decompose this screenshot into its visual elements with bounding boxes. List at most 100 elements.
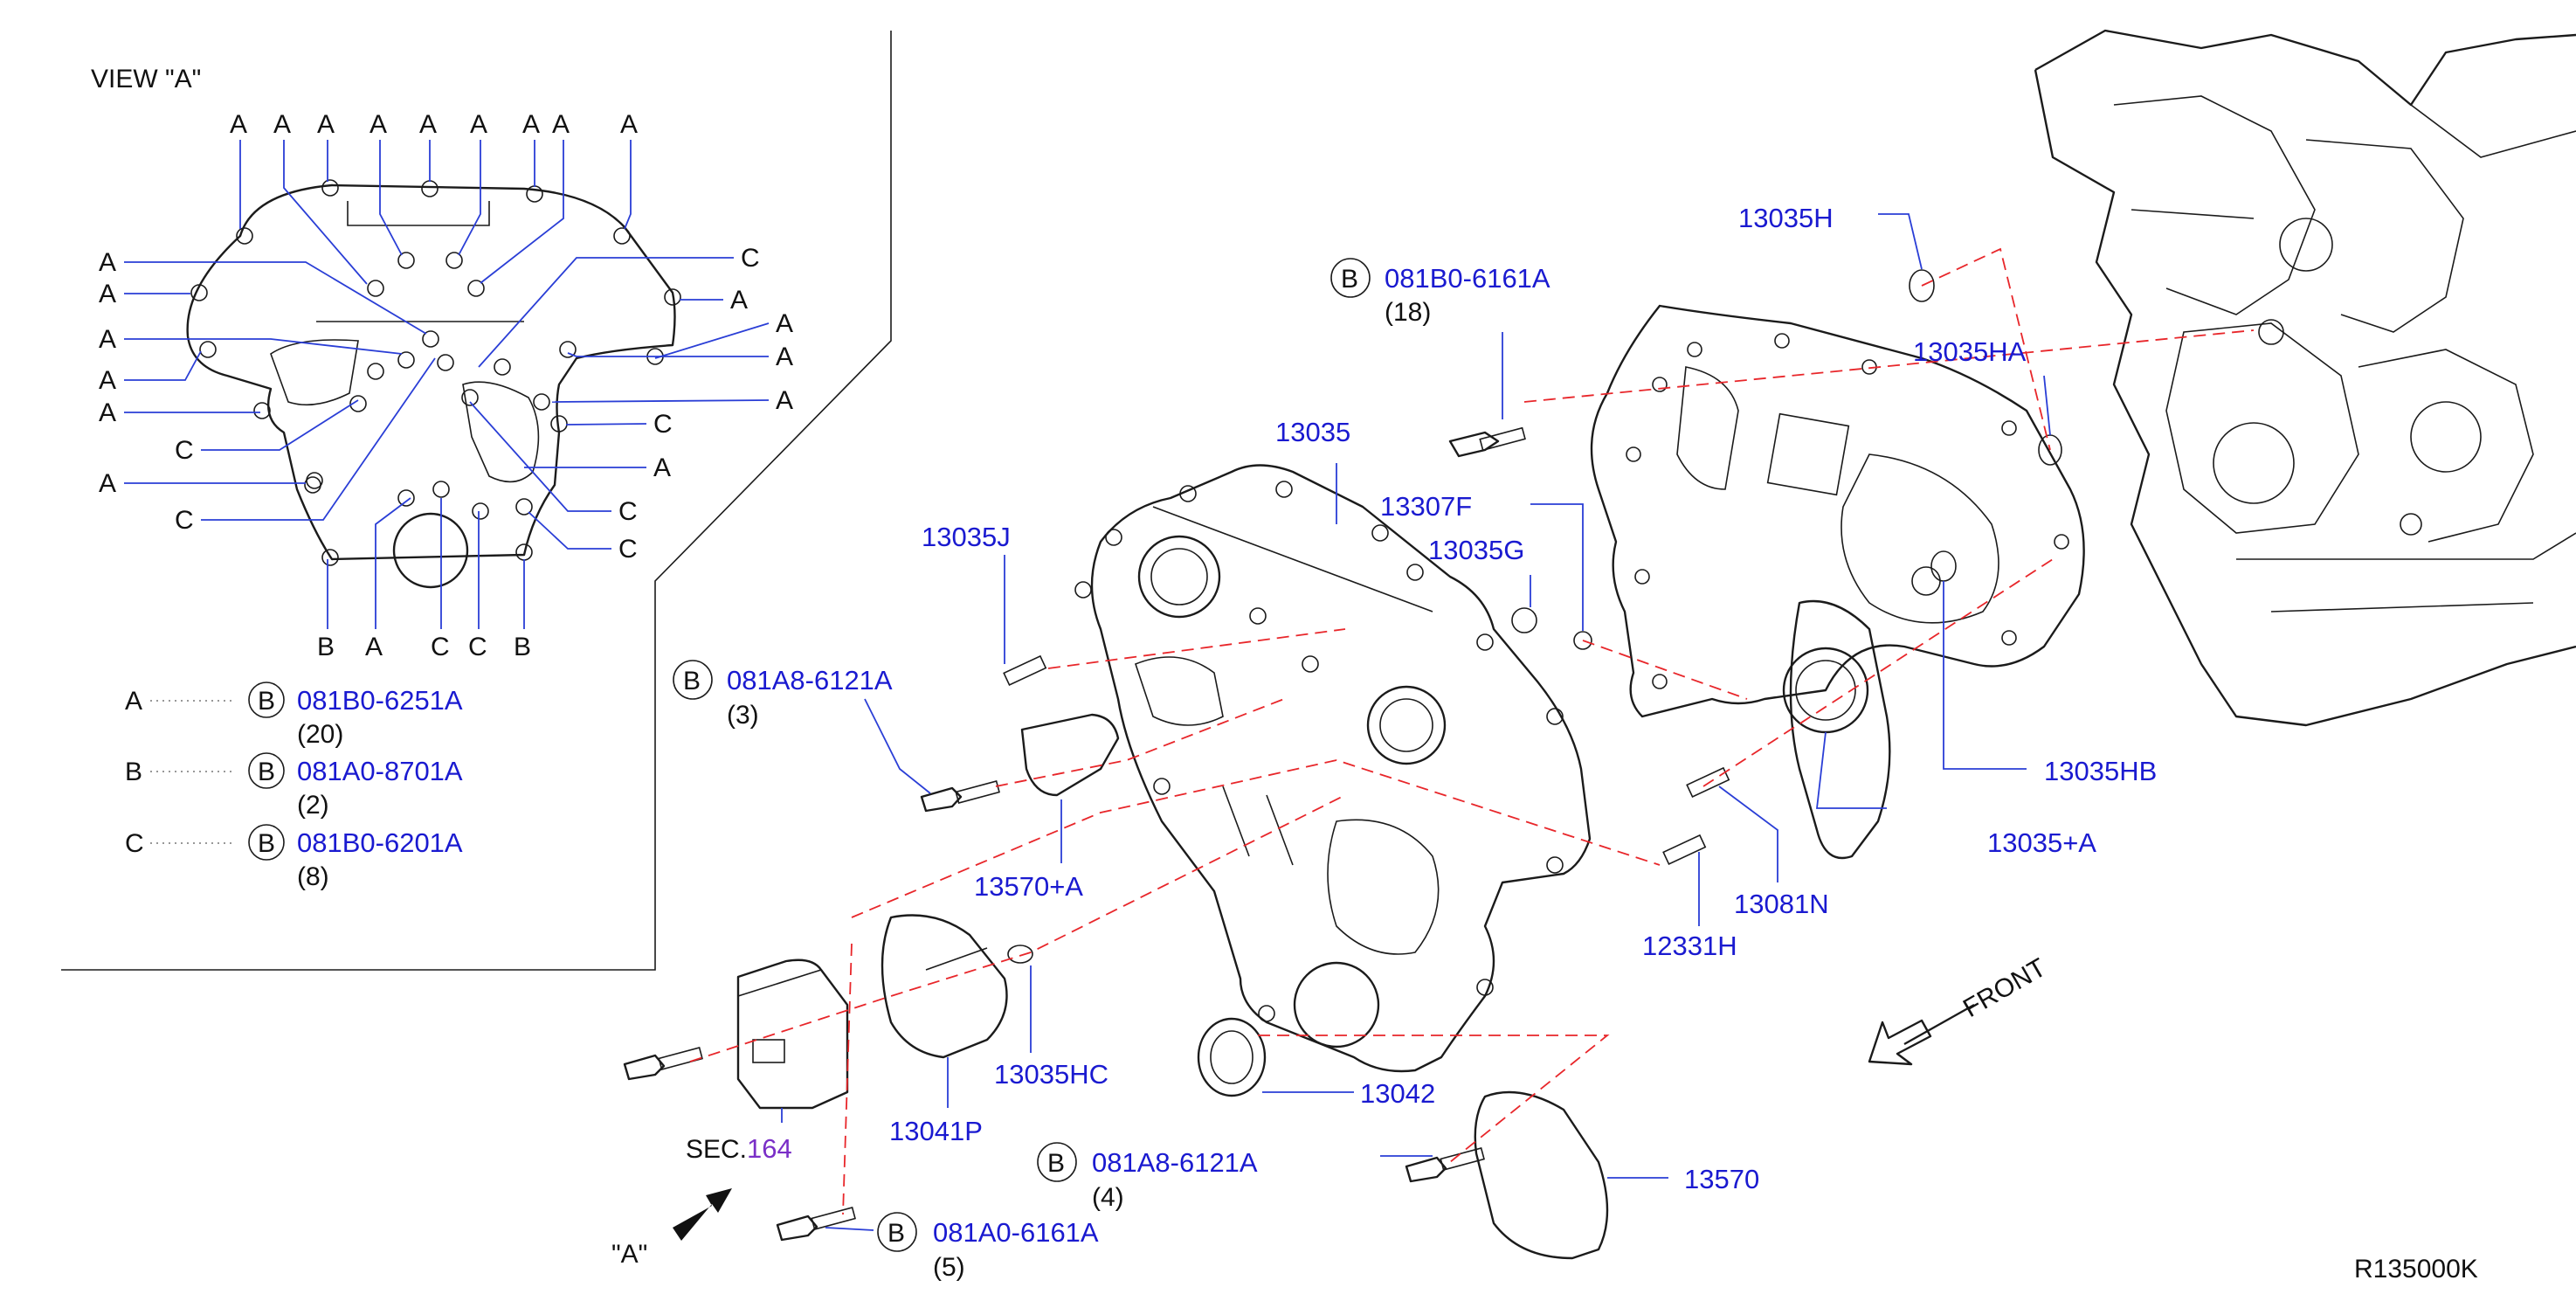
svg-text:A: A — [273, 110, 291, 139]
svg-text:C: C — [741, 244, 760, 273]
inset-border — [61, 31, 892, 971]
section-link[interactable]: 164 — [747, 1133, 792, 1164]
view-title: VIEW "A" — [91, 65, 201, 93]
svg-text:A: A — [99, 280, 116, 308]
svg-text:C: C — [175, 436, 194, 465]
bolt-part-link[interactable]: 081A0-6161A — [933, 1217, 1099, 1248]
small-parts — [623, 269, 2062, 1260]
callout-13570a[interactable]: 13570+A — [974, 871, 1083, 902]
callout-12331h[interactable]: 12331H — [1642, 931, 1737, 961]
svg-text:A: A — [365, 633, 383, 661]
svg-text:C: C — [618, 535, 638, 564]
svg-text:A: A — [470, 110, 487, 139]
callout-13035h[interactable]: 13035H — [1738, 203, 1834, 233]
callout-13035hc[interactable]: 13035HC — [994, 1059, 1108, 1090]
svg-text:A: A — [99, 248, 116, 277]
engine-block-drawing — [2034, 29, 2576, 727]
legend-part-link[interactable]: 081A0-8701A — [297, 756, 463, 786]
legend-part-link[interactable]: 081B0-6251A — [297, 685, 463, 716]
pump-cover-13041p — [881, 914, 1008, 1059]
svg-text:C: C — [431, 633, 450, 661]
svg-text:A: A — [419, 110, 437, 139]
callout-13041p[interactable]: 13041P — [889, 1116, 983, 1146]
bolt-badge: B — [1341, 265, 1358, 294]
callout-13035g[interactable]: 13035G — [1428, 535, 1524, 565]
svg-text:A: A — [653, 453, 671, 482]
callout-13035ha[interactable]: 13035HA — [1913, 336, 2027, 367]
legend-row-a: A B 081B0-6251A (20) — [125, 682, 463, 749]
svg-text:A: A — [552, 110, 570, 139]
svg-text:C: C — [125, 829, 144, 858]
view-a-marker: "A" — [611, 1240, 647, 1269]
view-letters-left: A A A A A C A C — [99, 248, 194, 535]
view-leaders — [124, 140, 770, 629]
bolt-part-link[interactable]: 081A8-6121A — [727, 665, 893, 695]
svg-text:C: C — [175, 506, 194, 535]
svg-text:C: C — [653, 410, 673, 439]
view-a-inset: VIEW "A" — [61, 31, 892, 971]
bolt-callout-18: B 081B0-6161A (18) — [1330, 258, 1550, 327]
bolt-part-link[interactable]: 081B0-6161A — [1385, 263, 1550, 294]
svg-text:A: A — [99, 325, 116, 354]
view-cover-seal-bore — [392, 512, 469, 589]
bolt-badge: B — [683, 667, 701, 695]
callout-13035a[interactable]: 13035+A — [1987, 827, 2096, 858]
svg-text:A: A — [317, 110, 335, 139]
svg-text:(20): (20) — [297, 720, 343, 749]
legend-row-c: C B 081B0-6201A (8) — [125, 824, 463, 891]
bolt-legend: A B 081B0-6251A (20) B B 081A0-8701A (2)… — [125, 682, 463, 891]
svg-text:(8): (8) — [297, 862, 329, 891]
bolt-badge: B — [1047, 1149, 1065, 1178]
callout-13035j[interactable]: 13035J — [922, 522, 1011, 552]
callout-13081n[interactable]: 13081N — [1734, 889, 1829, 919]
svg-text:A: A — [776, 343, 793, 371]
bolt-qty: (5) — [933, 1253, 965, 1282]
bolt-callout-5: B 081A0-6161A (5) — [877, 1212, 1099, 1282]
front-timing-cover-drawing — [1074, 464, 1592, 1073]
view-letters-right: C A A A A C A C C — [618, 244, 793, 564]
bolt-callout-3: B 081A8-6121A (3) — [673, 660, 893, 730]
diagram-code: R135000K — [2354, 1255, 2478, 1284]
washer-13307f — [1573, 631, 1592, 650]
svg-text:C: C — [618, 497, 638, 526]
callout-13570[interactable]: 13570 — [1684, 1164, 1759, 1194]
o-ring-13035hb — [1930, 550, 1957, 582]
bolt-part-link[interactable]: 081A8-6121A — [1092, 1147, 1258, 1178]
svg-text:A: A — [230, 110, 247, 139]
view-letters-bottom: B A C C B — [317, 633, 531, 661]
view-bolt-holes — [190, 179, 681, 566]
legend-badge: B — [258, 687, 275, 716]
svg-text:B: B — [125, 758, 142, 786]
view-letters-top: A A A A A A A A A — [230, 110, 638, 139]
bolt-callouts: B 081B0-6161A (18) B 081A8-6121A (3) B 0… — [673, 258, 1550, 1282]
legend-part-link[interactable]: 081B0-6201A — [297, 827, 463, 858]
svg-text:C: C — [468, 633, 487, 661]
svg-text:A: A — [369, 110, 387, 139]
legend-badge: B — [258, 758, 275, 786]
svg-text:A: A — [99, 469, 116, 498]
bolt-callout-4: B 081A8-6121A (4) — [1037, 1142, 1258, 1212]
legend-badge: B — [258, 829, 275, 858]
callout-leaders — [781, 213, 2051, 1231]
o-ring-13035h — [1909, 269, 1935, 302]
svg-text:B: B — [317, 633, 335, 661]
legend-row-b: B B 081A0-8701A (2) — [125, 752, 463, 820]
svg-text:A: A — [99, 366, 116, 395]
bolt-qty: (18) — [1385, 298, 1431, 327]
svg-text:A: A — [620, 110, 638, 139]
front-label: FRONT — [1958, 953, 2051, 1023]
bolt-qty: (4) — [1092, 1183, 1124, 1212]
dowel-12331h — [1662, 834, 1707, 866]
view-a-arrow — [673, 1188, 732, 1241]
gasket-13570 — [1474, 1090, 1609, 1260]
view-cover-pocket — [462, 381, 540, 483]
callout-13035hb[interactable]: 13035HB — [2044, 756, 2157, 786]
view-cover-top-slot — [347, 201, 490, 226]
dowel-13081n — [1686, 766, 1730, 799]
callout-13035[interactable]: 13035 — [1275, 417, 1350, 447]
view-arrow-icon — [673, 1188, 732, 1241]
svg-text:A: A — [730, 286, 748, 315]
callout-13307f[interactable]: 13307F — [1380, 491, 1472, 522]
callout-13042[interactable]: 13042 — [1360, 1078, 1435, 1109]
